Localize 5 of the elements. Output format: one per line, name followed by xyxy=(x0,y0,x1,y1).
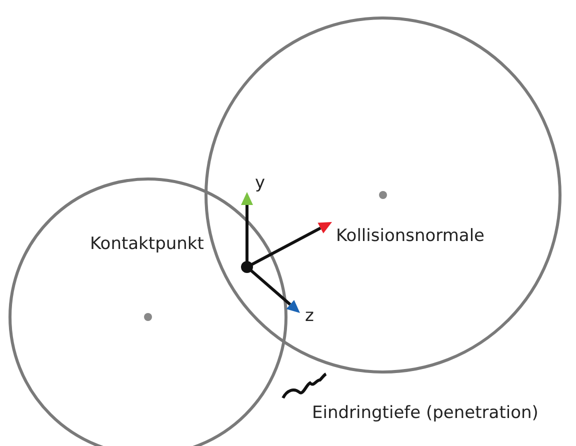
depth-label: Eindringtiefe (penetration) xyxy=(312,405,538,422)
axis-label: y xyxy=(255,175,266,192)
vector-label: Kollisionsnormale xyxy=(336,228,485,245)
axis-label: z xyxy=(305,308,314,325)
point-label: Kontaktpunkt xyxy=(90,236,204,253)
